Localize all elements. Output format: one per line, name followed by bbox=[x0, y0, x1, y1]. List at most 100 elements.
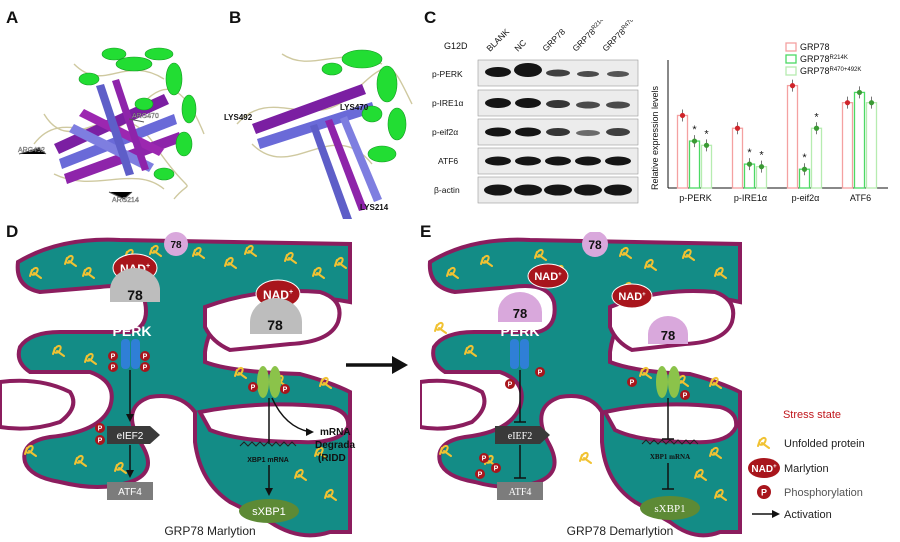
blot-row-label: β-actin bbox=[434, 185, 460, 195]
ridd-text: (RIDD bbox=[318, 453, 346, 464]
grp78-bound-ire1 bbox=[250, 298, 302, 334]
nad-free bbox=[527, 263, 569, 289]
perk-label: PERK bbox=[501, 323, 540, 339]
er-lumen bbox=[15, 237, 352, 538]
grp78-label: 78 bbox=[661, 328, 675, 343]
phospho-group: P P P P bbox=[108, 351, 150, 372]
nad-free bbox=[611, 283, 653, 309]
alpha-helices bbox=[78, 47, 197, 181]
significance-star: * bbox=[747, 147, 752, 159]
grp78-label: 78 bbox=[588, 238, 602, 252]
svg-text:P: P bbox=[143, 365, 148, 372]
residue-label-3: ARG214 bbox=[112, 197, 139, 204]
diagram-e: 78 NAD+ NAD+ 78 PERK P P 78 IRE1α P P eI… bbox=[420, 232, 742, 538]
eief2-box bbox=[107, 426, 160, 444]
data-point bbox=[703, 142, 710, 148]
xbp1-mrna-wave bbox=[641, 439, 699, 445]
blot-rows: p-PERK p-IRE1α p-eif2α ATF6 β-actin bbox=[432, 69, 463, 195]
western-blot: G12D BLANK NC GRP78 GRP78R214K GRP78R470… bbox=[432, 20, 648, 204]
bar bbox=[700, 144, 713, 189]
sxbp1-box bbox=[239, 499, 299, 523]
x-tick-label: p-IRE1α bbox=[734, 193, 767, 203]
residue-label-3: LYS214 bbox=[360, 203, 389, 212]
residue-label-2: ARG470 bbox=[132, 113, 159, 120]
residue-label-1: ARG492 bbox=[18, 147, 45, 154]
y-axis-label: Relative expression levels bbox=[650, 85, 660, 190]
atf4-box bbox=[497, 482, 543, 500]
atf4-label: ATF4 bbox=[118, 487, 142, 498]
grp78-free bbox=[582, 232, 608, 257]
ire1-receptor bbox=[668, 366, 680, 398]
grp78-label: 78 bbox=[170, 240, 182, 251]
sxbp1-label: sXBP1 bbox=[252, 506, 286, 518]
svg-text:P: P bbox=[283, 387, 288, 394]
panel-letter-e: E bbox=[420, 222, 432, 241]
ire1-label: IRE1α bbox=[252, 349, 289, 364]
data-point bbox=[679, 112, 686, 119]
caption-d: GRP78 Marlytion bbox=[164, 524, 255, 538]
ridd-arrow bbox=[271, 397, 311, 433]
x-tick-label: p-eif2α bbox=[792, 193, 820, 203]
lane-label: BLANK bbox=[484, 26, 511, 53]
cytosol-region bbox=[601, 402, 739, 445]
data-point bbox=[801, 166, 808, 172]
svg-text:P: P bbox=[111, 365, 116, 372]
perk-receptor bbox=[520, 339, 529, 369]
nad-label: NAD+ bbox=[534, 271, 562, 283]
legend-swatch bbox=[785, 66, 797, 76]
bar bbox=[810, 127, 823, 189]
svg-text:P: P bbox=[478, 472, 483, 479]
data-point bbox=[746, 161, 753, 167]
alpha-helices bbox=[321, 49, 407, 163]
panel-letter-a: A bbox=[6, 8, 19, 27]
nad-label: NAD+ bbox=[618, 291, 646, 303]
atf4-label: ATF4 bbox=[509, 487, 532, 498]
bar bbox=[688, 140, 701, 189]
phosphorylation-icon-label: P bbox=[761, 488, 767, 498]
eief2-box bbox=[495, 426, 550, 444]
data-point bbox=[856, 89, 863, 96]
data-point bbox=[691, 138, 698, 144]
legend-item-phosphorylation: Phosphorylation bbox=[784, 487, 863, 499]
lane-labels: BLANK NC GRP78 GRP78R214K GRP78R470+492K bbox=[484, 20, 647, 54]
bar bbox=[676, 114, 689, 189]
residue-label-1: LYS492 bbox=[224, 113, 253, 122]
grp78-free bbox=[164, 232, 188, 256]
nad-icon-label: NAD+ bbox=[751, 464, 777, 475]
lane-label: GRP78 bbox=[540, 26, 567, 53]
svg-text:P: P bbox=[98, 426, 103, 433]
cytosol-region bbox=[0, 378, 76, 431]
data-point bbox=[844, 100, 851, 106]
perk-label: PERK bbox=[113, 323, 152, 339]
perk-receptor bbox=[510, 339, 519, 369]
data-point bbox=[734, 125, 741, 131]
ire1-receptor bbox=[269, 366, 281, 398]
significance-star: * bbox=[814, 111, 819, 123]
significance-star: * bbox=[692, 124, 697, 136]
xbp1-label: XBP1 mRNA bbox=[650, 453, 690, 461]
data-point bbox=[868, 100, 875, 106]
legend-label: GRP78R214K bbox=[800, 54, 848, 64]
bar bbox=[853, 91, 866, 189]
x-tick-label: ATF6 bbox=[850, 193, 871, 203]
transition-arrow bbox=[346, 356, 408, 374]
er-lumen bbox=[427, 237, 742, 538]
beta-sheets bbox=[252, 84, 382, 219]
svg-text:P: P bbox=[143, 354, 148, 361]
significance-star: * bbox=[802, 152, 807, 164]
blot-bands bbox=[484, 63, 632, 196]
grp78-label: 78 bbox=[127, 287, 143, 303]
grp78-label: 78 bbox=[513, 306, 527, 321]
blot-row-label: p-eif2α bbox=[432, 127, 458, 137]
svg-text:P: P bbox=[683, 393, 688, 400]
svg-text:P: P bbox=[482, 456, 487, 463]
legend-label: GRP78 bbox=[800, 42, 830, 52]
lane-label: NC bbox=[512, 38, 528, 54]
sxbp1-box bbox=[640, 496, 700, 520]
protein-structure-b: LYS492 LYS470 LYS214 bbox=[224, 49, 413, 219]
ire1-receptor bbox=[656, 366, 668, 398]
phospho-group: P P bbox=[248, 382, 290, 394]
panel-letter-d: D bbox=[6, 222, 19, 241]
significance-star: * bbox=[704, 128, 709, 140]
